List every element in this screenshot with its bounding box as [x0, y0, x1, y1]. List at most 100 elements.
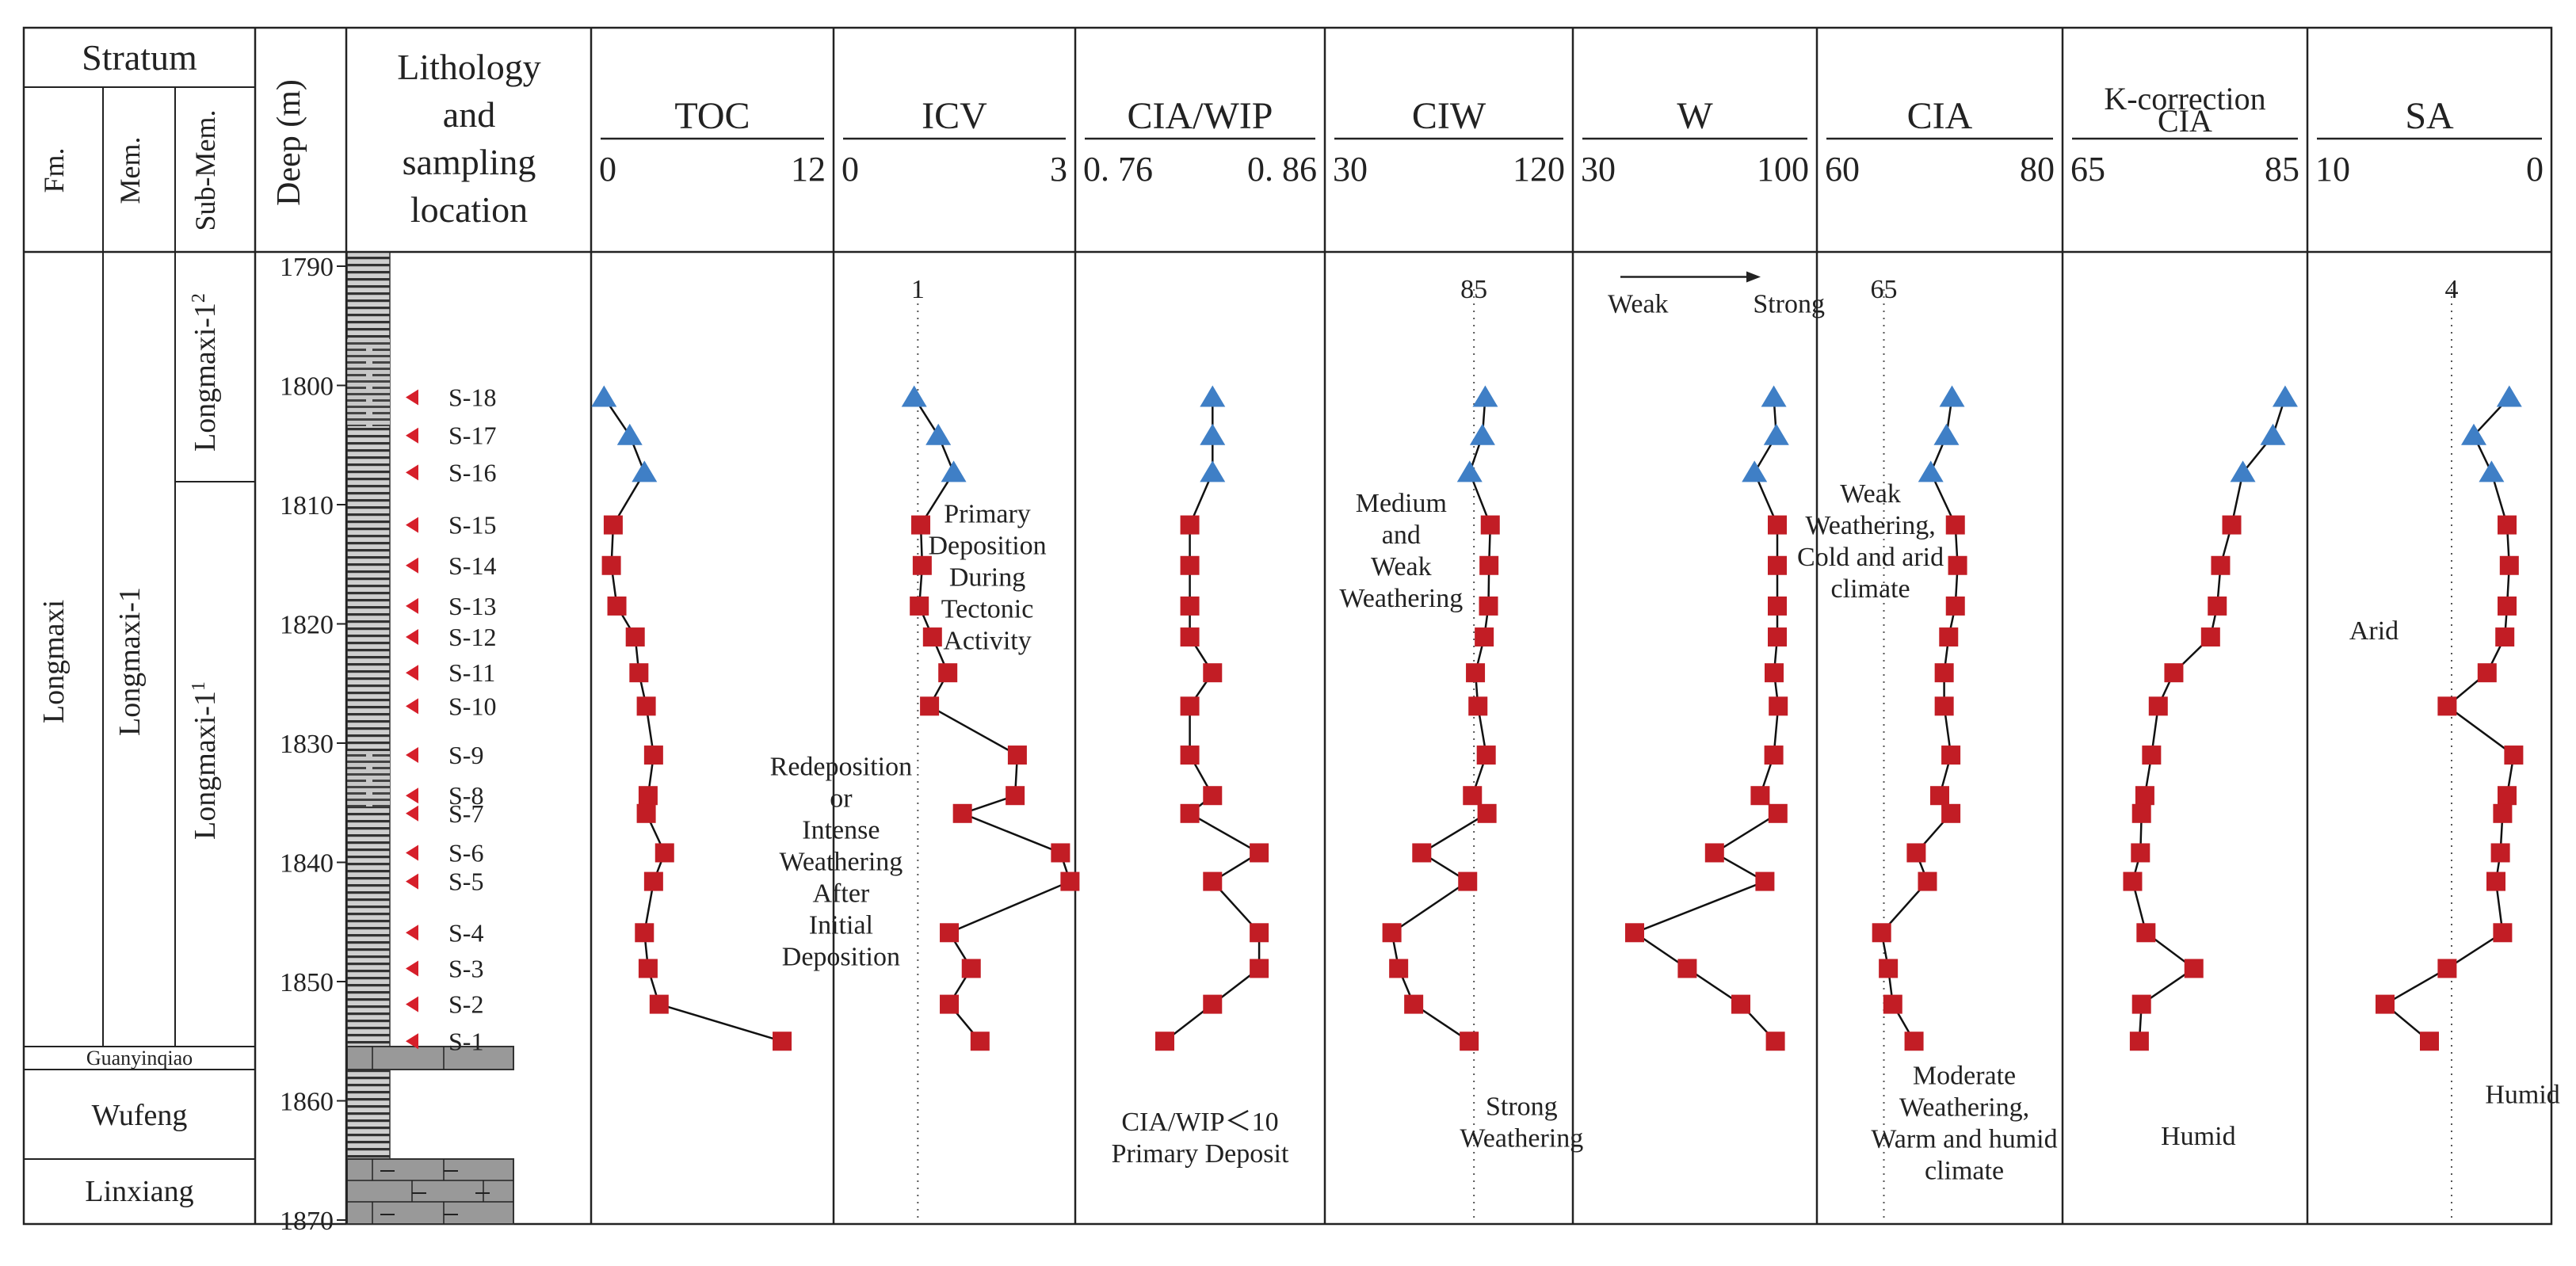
data-point-square [2498, 515, 2517, 535]
data-point-square [1180, 696, 1200, 716]
data-point-square [1180, 555, 1200, 575]
data-point-triangle [2260, 423, 2286, 445]
sample-marker [406, 557, 418, 574]
axis-min-label: 30 [1333, 150, 1368, 189]
data-point-square [1479, 555, 1499, 575]
sample-marker [406, 665, 418, 681]
series-line [2131, 397, 2287, 1042]
data-point-square [1904, 1031, 1924, 1051]
reference-line-label: 4 [2445, 275, 2459, 304]
data-point-square [911, 515, 931, 535]
data-point-square [1765, 663, 1784, 683]
formation-longmaxi: Longmaxi [37, 600, 71, 723]
data-point-square [654, 843, 674, 863]
panel-annotation: Intense [802, 816, 880, 845]
sample-marker [406, 698, 418, 715]
data-point-square [2135, 786, 2154, 806]
data-point-square [2437, 959, 2457, 978]
sample-marker [406, 517, 418, 533]
data-point-square [1945, 515, 1965, 535]
sample-label: S-11 [448, 658, 495, 687]
data-point-square [2498, 786, 2517, 806]
data-point-square [2211, 555, 2231, 575]
sample-label: S-3 [448, 954, 483, 982]
sample-label: S-14 [448, 551, 496, 580]
data-point-square [910, 596, 929, 616]
depth-tick-label: 1820 [280, 611, 334, 640]
mem-header: Mem. [114, 137, 146, 204]
data-point-square [2222, 515, 2242, 535]
data-point-square [2495, 627, 2515, 647]
axis-max-label: 120 [1513, 150, 1565, 189]
depth-tick-label: 1860 [280, 1088, 334, 1117]
data-point-square [1180, 745, 1200, 765]
data-point-square [2123, 871, 2143, 891]
depth-tick-label: 1850 [280, 968, 334, 997]
sample-marker [406, 597, 418, 614]
data-point-square [1879, 959, 1899, 978]
data-point-square [952, 803, 972, 823]
data-point-square [1007, 745, 1027, 765]
panel-annotation: Humid [2161, 1122, 2235, 1151]
data-point-square [1203, 663, 1223, 683]
sample-marker [406, 873, 418, 890]
data-point-square [940, 994, 960, 1014]
axis-min-label: 10 [2315, 150, 2350, 189]
data-point-square [1625, 923, 1644, 943]
series-line [2383, 396, 2515, 1043]
sample-marker [406, 427, 418, 444]
lithology-header-line: and [443, 94, 495, 135]
data-point-square [1060, 871, 1080, 891]
data-point-square [2486, 871, 2505, 891]
data-point-square [970, 1031, 990, 1051]
sample-label: S-6 [448, 838, 483, 867]
data-point-square [1934, 696, 1954, 716]
sample-label: S-7 [448, 799, 483, 828]
data-point-square [2131, 843, 2150, 863]
data-point-square [1180, 803, 1200, 823]
data-point-triangle [1933, 423, 1960, 445]
data-point-square [649, 994, 669, 1014]
data-point-square [2148, 696, 2168, 716]
data-point-square [1934, 663, 1954, 683]
panel-title: ICV [922, 95, 987, 137]
data-point-square [2131, 803, 2151, 823]
data-point-triangle [2230, 460, 2256, 482]
data-point-square [1203, 786, 1223, 806]
sample-marker [406, 996, 418, 1012]
sample-label: S-8 [448, 781, 483, 810]
submem-header: Sub-Mem. [189, 110, 221, 231]
panel-annotation: Weathering [1460, 1124, 1583, 1154]
axis-max-label: 85 [2265, 150, 2299, 189]
data-point-square [2493, 923, 2513, 943]
data-point-triangle [1763, 423, 1789, 445]
series-line [913, 396, 1071, 1043]
depth-tick-label: 1870 [280, 1207, 334, 1236]
panel-annotation: Weak [1840, 479, 1901, 509]
sample-label: S-16 [448, 458, 496, 486]
data-point-square [1939, 627, 1959, 647]
data-point-triangle [1918, 460, 1944, 482]
depth-tick-label: 1810 [280, 491, 334, 521]
data-point-square [1477, 803, 1497, 823]
depth-tick-label: 1790 [280, 253, 334, 282]
data-point-square [1463, 786, 1483, 806]
panel-annotation: Primary Deposit [1112, 1139, 1289, 1169]
panel-annotation: Humid [2485, 1081, 2559, 1110]
data-point-square [1412, 843, 1432, 863]
gridlines-layer [24, 28, 2551, 1224]
data-point-square [1382, 923, 1402, 943]
reference-line-label: 65 [1871, 275, 1898, 304]
axis-max-label: 0 [2526, 150, 2544, 189]
data-point-square [1389, 959, 1409, 978]
data-point-square [1731, 994, 1750, 1014]
data-point-square [1768, 627, 1787, 647]
data-point-triangle [1472, 385, 1498, 407]
sample-label: S-2 [448, 990, 483, 1019]
data-point-square [1180, 627, 1200, 647]
data-point-triangle [1939, 385, 1965, 407]
sample-label: S-9 [448, 741, 483, 769]
sample-marker [406, 805, 418, 822]
panel-annotation: Weathering, [1899, 1092, 2029, 1122]
